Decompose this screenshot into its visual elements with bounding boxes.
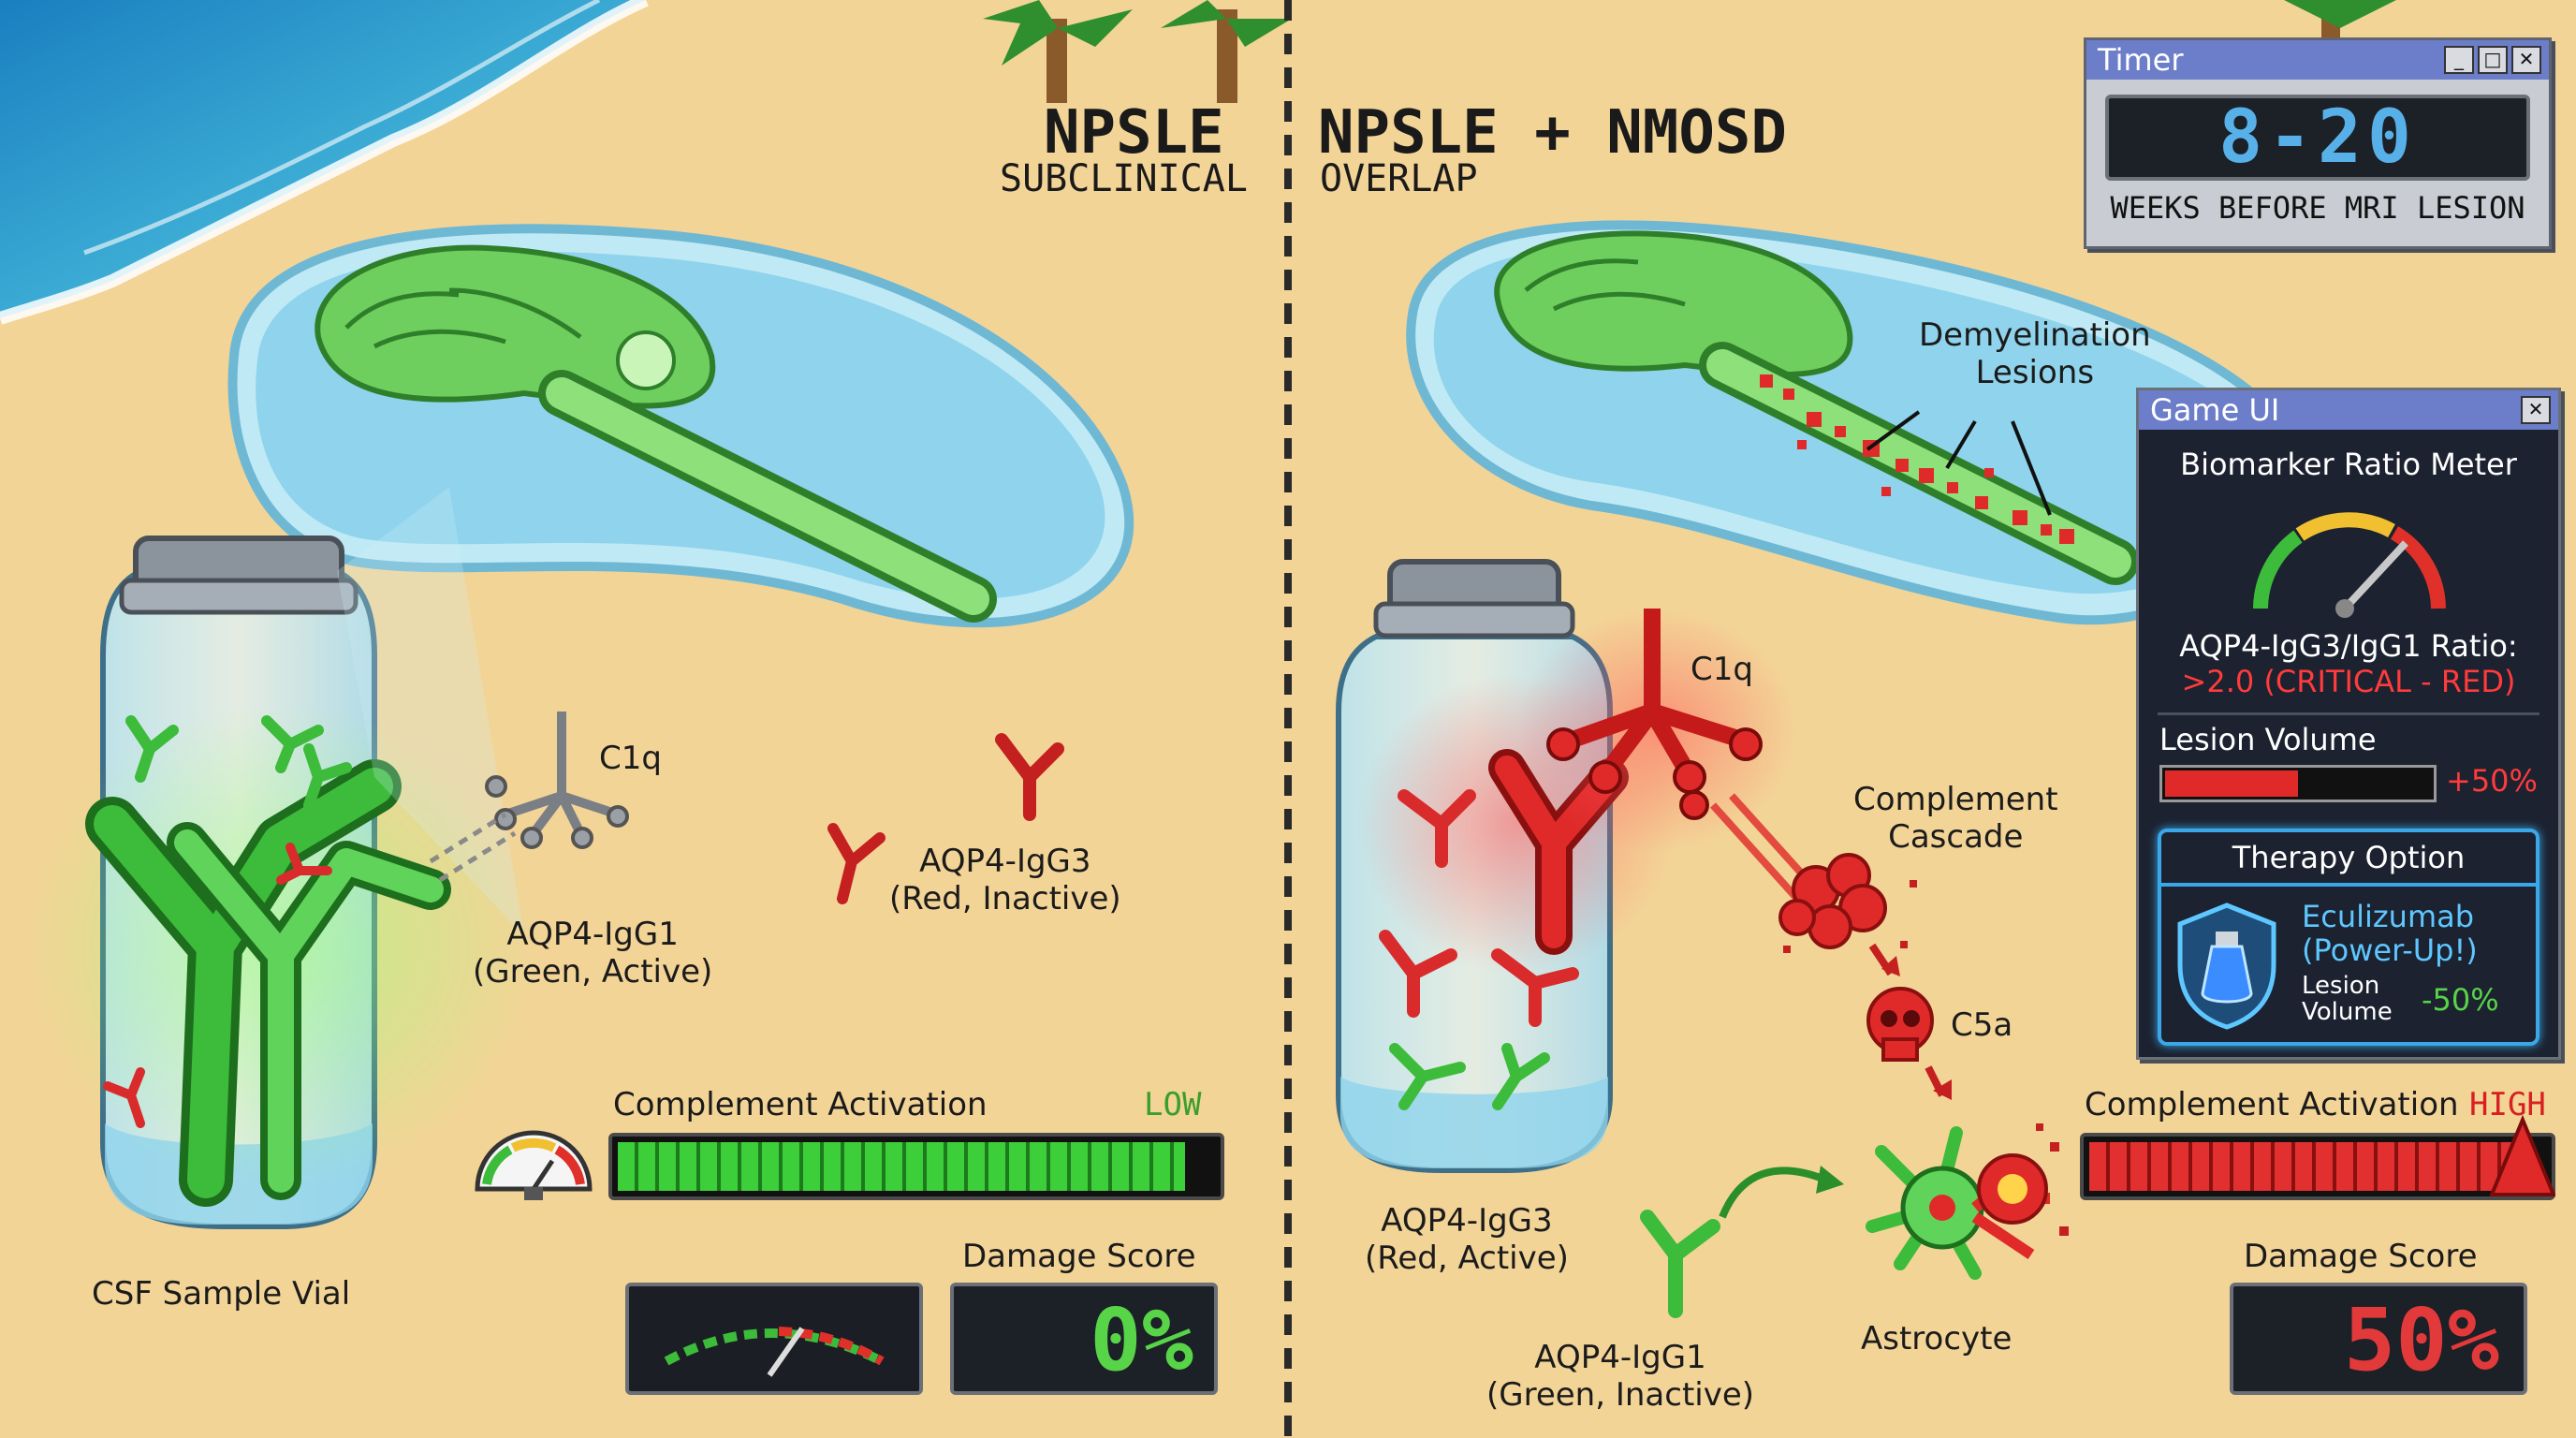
lesions-label: Demyelination Lesions	[1919, 316, 2151, 391]
potion-icon[interactable]	[2171, 900, 2283, 1031]
therapy-divider	[2161, 883, 2536, 887]
igg3-left-line2: (Red, Inactive)	[889, 880, 1121, 917]
therapy-effect-label: Lesion Volume	[2302, 973, 2393, 1025]
timer-titlebar[interactable]: Timer _ □ ✕	[2086, 40, 2549, 80]
therapy-name: Eculizumab (Power-Up!)	[2302, 900, 2478, 967]
igg1-right-label: AQP4-IgG1 (Green, Inactive)	[1486, 1339, 1754, 1414]
igg3-left-line1: AQP4-IgG3	[919, 843, 1091, 880]
therapy-option-title: Therapy Option	[2232, 840, 2466, 875]
game-ui-window[interactable]: Game UI ✕ Biomarker Ratio Meter AQP4-IgG…	[2136, 388, 2561, 1060]
ratio-value: >2.0 (CRITICAL - RED)	[2181, 664, 2516, 699]
left-complement-level: LOW	[1144, 1086, 1202, 1123]
igg3-right-label: AQP4-IgG3 (Red, Active)	[1365, 1202, 1569, 1277]
lesions-line1: Demyelination	[1919, 316, 2151, 354]
left-complement-label: Complement Activation	[613, 1086, 988, 1123]
ratio-label: AQP4-IgG3/IgG1 Ratio:	[2179, 628, 2518, 664]
left-complement-fill	[618, 1142, 1185, 1191]
vial-label: CSF Sample Vial	[92, 1275, 351, 1313]
minimize-icon[interactable]: _	[2444, 46, 2474, 74]
therapy-option-panel[interactable]: Therapy Option Eculizumab (Power-Up!) Le…	[2158, 829, 2539, 1046]
brain-left	[315, 244, 997, 623]
left-title: NPSLE	[1044, 98, 1224, 168]
timer-window[interactable]: Timer _ □ ✕ 8-20 WEEKS BEFORE MRI LESION	[2084, 37, 2552, 249]
igg3-right-line2: (Red, Active)	[1365, 1240, 1569, 1277]
gauge-icon	[664, 1327, 885, 1377]
astrocyte	[1866, 1123, 2069, 1280]
lesion-volume-fill	[2165, 770, 2298, 797]
left-subtitle: SUBCLINICAL	[1000, 157, 1248, 200]
gauge-icon	[475, 1130, 593, 1200]
close-icon[interactable]: ✕	[2521, 396, 2551, 424]
c1q-right	[1516, 609, 1819, 902]
timer-caption: WEEKS BEFORE MRI LESION	[2110, 190, 2525, 226]
brain-right	[1494, 230, 2139, 585]
left-damage-gauge	[625, 1283, 923, 1395]
left-complement-bar	[608, 1133, 1224, 1200]
timer-title: Timer	[2098, 42, 2184, 78]
igg3-left-label: AQP4-IgG3 (Red, Inactive)	[889, 843, 1121, 917]
right-title: NPSLE + NMOSD	[1318, 98, 1787, 168]
right-complement-bar	[2080, 1114, 2555, 1200]
timer-value: 8-20	[2218, 95, 2417, 180]
c1q-left	[485, 712, 629, 849]
therapy-name-line2: (Power-Up!)	[2302, 932, 2478, 968]
right-complement-level: HIGH	[2469, 1086, 2546, 1123]
palm-tree-icon	[983, 0, 1133, 103]
lesion-volume-delta: +50%	[2446, 763, 2538, 799]
therapy-name-line1: Eculizumab	[2302, 899, 2475, 934]
igg3-right-line1: AQP4-IgG3	[1381, 1202, 1553, 1240]
gauge-icon	[2253, 512, 2446, 618]
cascade-line1: Complement	[1853, 781, 2058, 818]
igg1-left-line1: AQP4-IgG1	[506, 916, 679, 953]
astrocyte-label: Astrocyte	[1861, 1320, 2012, 1357]
c1q-right-label: C1q	[1690, 651, 1753, 688]
close-icon[interactable]: ✕	[2511, 46, 2541, 74]
cascade-label: Complement Cascade	[1853, 781, 2058, 856]
left-damage-label: Damage Score	[962, 1238, 1196, 1275]
game-ui-titlebar[interactable]: Game UI ✕	[2139, 390, 2558, 430]
lesion-volume-label: Lesion Volume	[2159, 722, 2377, 757]
left-damage-value: 0%	[1090, 1290, 1193, 1390]
igg1-left-line2: (Green, Active)	[473, 953, 713, 990]
warning-triangle-icon	[2490, 1114, 2555, 1196]
lesions-line2: Lesions	[1975, 354, 2095, 391]
igg1-left-label: AQP4-IgG1 (Green, Active)	[473, 916, 712, 990]
right-damage-lcd: 50%	[2230, 1283, 2527, 1395]
lesion-dots	[1760, 374, 2074, 544]
right-complement-label: Complement Activation	[2085, 1086, 2459, 1123]
biomarker-meter-title: Biomarker Ratio Meter	[2180, 447, 2517, 482]
therapy-effect-line1: Lesion	[2302, 972, 2380, 1000]
maximize-icon[interactable]: □	[2478, 46, 2508, 74]
c5a-label: C5a	[1951, 1006, 2013, 1044]
c1q-left-label: C1q	[599, 740, 662, 777]
lesion-volume-bar	[2159, 765, 2437, 802]
cascade-blob	[1778, 853, 1887, 949]
csf-vial-left	[19, 536, 543, 1229]
right-damage-label: Damage Score	[2244, 1238, 2478, 1275]
game-ui-title: Game UI	[2150, 392, 2280, 428]
therapy-effect-value: -50%	[2422, 982, 2499, 1018]
skull-icon	[1866, 987, 1934, 1062]
therapy-effect-line2: Volume	[2302, 998, 2393, 1026]
right-complement-fill	[2089, 1142, 2524, 1191]
divider	[2158, 712, 2539, 715]
igg1-right-line1: AQP4-IgG1	[1534, 1339, 1706, 1376]
right-damage-value: 50%	[2343, 1290, 2499, 1390]
timer-display: 8-20	[2105, 95, 2530, 181]
left-damage-lcd: 0%	[950, 1283, 1218, 1395]
igg1-right-line2: (Green, Inactive)	[1486, 1376, 1755, 1414]
right-subtitle: OVERLAP	[1320, 157, 1478, 200]
cascade-line2: Cascade	[1888, 818, 2024, 856]
sea	[0, 0, 646, 318]
